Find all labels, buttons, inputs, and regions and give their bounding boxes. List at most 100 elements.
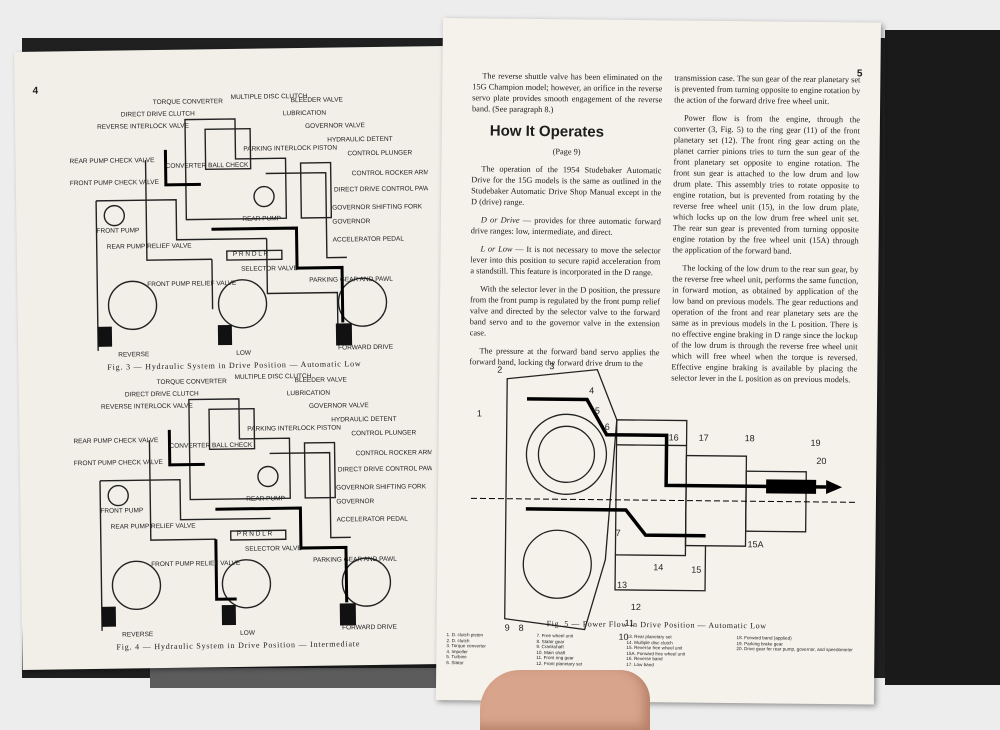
fig4-svg: TORQUE CONVERTER MULTIPLE DISC CLUTCH BL… xyxy=(73,373,436,639)
callout-8: 8 xyxy=(519,623,524,633)
fig3-svg: TORQUE CONVERTER MULTIPLE DISC CLUTCH BL… xyxy=(69,93,432,359)
callout-4: 4 xyxy=(589,386,594,396)
term-drive: D or Drive xyxy=(480,215,520,225)
fig4-label-governor: GOVERNOR xyxy=(336,498,374,506)
fig4-label-reverse: REVERSE xyxy=(122,631,154,638)
legend-item: 12. Front planetary set xyxy=(536,660,583,667)
fig3-label-prndl: P R N D L R xyxy=(233,250,269,257)
fig3-label-reverse: REVERSE xyxy=(118,351,150,358)
binder-spine xyxy=(885,30,1000,685)
fig4-label-torque-converter: TORQUE CONVERTER xyxy=(157,378,228,386)
holding-thumb xyxy=(480,670,650,730)
fig3-label-hydraulic-detent: HYDRAULIC DETENT xyxy=(327,136,392,144)
fig3-label-direct-drive-control-pawl: DIRECT DRIVE CONTROL PAWL xyxy=(334,185,430,193)
fig5-legend-col-a: 1. D. clutch piston 2. D. clutch 3. Torq… xyxy=(446,632,536,667)
fig3-label-control-rocker-arm: CONTROL ROCKER ARM xyxy=(352,169,429,177)
fig4-label-governor-valve: GOVERNOR VALVE xyxy=(309,402,369,410)
fig4-label-parking-interlock-piston: PARKING INTERLOCK PISTON xyxy=(247,424,341,432)
fig4-label-lubrication: LUBRICATION xyxy=(287,390,331,398)
fig4-label-front-pump-relief-valve: FRONT PUMP RELIEF VALVE xyxy=(151,560,241,568)
fig3-label-control-plunger: CONTROL PLUNGER xyxy=(347,149,412,157)
left-page: 4 xyxy=(14,45,453,670)
fig4-diagram: TORQUE CONVERTER MULTIPLE DISC CLUTCH BL… xyxy=(38,366,436,661)
callout-14: 14 xyxy=(653,562,663,572)
section-subheading: (Page 9) xyxy=(552,147,581,157)
col2-para-1: transmission case. The sun gear of the r… xyxy=(674,73,861,107)
fig3-label-rear-pump: REAR PUMP xyxy=(242,215,281,223)
fig4-label-front-pump-check-valve: FRONT PUMP CHECK VALVE xyxy=(74,459,164,467)
callout-16: 16 xyxy=(669,432,679,442)
fig4-label-control-plunger: CONTROL PLUNGER xyxy=(351,429,416,437)
fig4-label-parking-gear-and-pawl: PARKING GEAR AND PAWL xyxy=(313,556,397,564)
text-column-2: transmission case. The sun gear of the r… xyxy=(671,72,860,392)
callout-1: 1 xyxy=(477,408,482,418)
fig4-label-control-rocker-arm: CONTROL ROCKER ARM xyxy=(356,449,433,457)
fig4-label-forward-drive: FORWARD DRIVE xyxy=(342,624,398,632)
fig3-label-front-pump-check-valve: FRONT PUMP CHECK VALVE xyxy=(70,179,160,187)
fig4-label-hydraulic-detent: HYDRAULIC DETENT xyxy=(331,416,396,424)
fig3-label-reverse-interlock-valve: REVERSE INTERLOCK VALVE xyxy=(97,123,190,131)
fig3-label-direct-drive-clutch: DIRECT DRIVE CLUTCH xyxy=(121,110,195,118)
callout-15: 15 xyxy=(691,565,701,575)
term-low: L or Low xyxy=(480,244,513,254)
fig5-diagram: 1 2 3 4 5 6 7 8 9 10 11 12 13 14 15 15A … xyxy=(464,358,859,657)
fig3-label-parking-interlock-piston: PARKING INTERLOCK PISTON xyxy=(243,144,337,152)
fig3-label-bleeder-valve: BLEEDER VALVE xyxy=(291,96,344,104)
col1-para-4: L or Low — It is not necessary to move t… xyxy=(470,243,660,278)
fig4-label-rear-pump: REAR PUMP xyxy=(246,495,285,503)
fig4-label-direct-drive-control-pawl: DIRECT DRIVE CONTROL PAWL xyxy=(338,465,434,473)
callout-3: 3 xyxy=(549,361,554,371)
fig4-label-selector-valve: SELECTOR VALVE xyxy=(245,545,302,553)
fig3-label-selector-valve: SELECTOR VALVE xyxy=(241,265,298,273)
fig4-label-rear-pump-relief-valve: REAR PUMP RELIEF VALVE xyxy=(111,523,197,531)
fig3-label-rear-pump-relief-valve: REAR PUMP RELIEF VALVE xyxy=(107,243,193,251)
callout-15a: 15A xyxy=(747,539,763,549)
fig3-label-converter-ball-check: CONVERTER BALL CHECK xyxy=(166,162,249,170)
fig4-label-prndl: P R N D L R xyxy=(237,530,273,537)
fig4-label-low: LOW xyxy=(240,630,256,637)
fig3-label-governor-shifting-fork: GOVERNOR SHIFTING FORK xyxy=(332,203,423,211)
fig3-label-front-pump: FRONT PUMP xyxy=(96,227,139,235)
callout-12: 12 xyxy=(631,602,641,612)
fig3-label-front-pump-relief-valve: FRONT PUMP RELIEF VALVE xyxy=(147,280,237,288)
text-column-1: The reverse shuttle valve has been elimi… xyxy=(469,70,662,376)
callout-6: 6 xyxy=(605,422,610,432)
fig4-label-multiple-disc-clutch: MULTIPLE DISC CLUTCH xyxy=(235,373,312,381)
section-heading: How It Operates xyxy=(489,122,605,141)
col1-para-2: The operation of the 1954 Studebaker Aut… xyxy=(471,164,662,207)
fig4-label-governor-shifting-fork: GOVERNOR SHIFTING FORK xyxy=(336,483,427,491)
callout-5: 5 xyxy=(595,406,600,416)
callout-10: 10 xyxy=(618,632,628,642)
fig3-label-lubrication: LUBRICATION xyxy=(283,110,327,118)
fig4-label-rear-pump-check-valve: REAR PUMP CHECK VALVE xyxy=(73,437,159,445)
col2-para-2: Power flow is from the engine, through t… xyxy=(672,113,861,256)
fig5-legend-col-d: 18. Forward band (applied) 19. Parking b… xyxy=(736,635,856,653)
fig4-label-bleeder-valve: BLEEDER VALVE xyxy=(295,376,348,384)
fig3-diagram: TORQUE CONVERTER MULTIPLE DISC CLUTCH BL… xyxy=(35,86,432,381)
fig3-label-low: LOW xyxy=(236,350,252,357)
callout-9: 9 xyxy=(505,623,510,633)
fig3-label-accelerator-pedal: ACCELERATOR PEDAL xyxy=(333,236,405,244)
callout-19: 19 xyxy=(811,438,821,448)
callout-7: 7 xyxy=(616,528,621,538)
fig4-label-accelerator-pedal: ACCELERATOR PEDAL xyxy=(337,516,409,524)
legend-item: 6. Stator xyxy=(446,660,464,666)
fig4-label-direct-drive-clutch: DIRECT DRIVE CLUTCH xyxy=(125,390,199,398)
callout-18: 18 xyxy=(745,433,755,443)
col1-para-1: The reverse shuttle valve has been elimi… xyxy=(472,71,663,115)
fig3-label-governor: GOVERNOR xyxy=(332,218,370,226)
fig3-label-governor-valve: GOVERNOR VALVE xyxy=(305,122,365,130)
fig3-label-forward-drive: FORWARD DRIVE xyxy=(338,344,394,352)
right-page: 5 The reverse shuttle valve has been eli… xyxy=(435,18,881,705)
fig5-legend-col-b: 7. Free wheel unit 8. Stator gear 9. Cra… xyxy=(536,633,626,668)
fig3-label-multiple-disc-clutch: MULTIPLE DISC CLUTCH xyxy=(231,93,308,101)
fig4-label-reverse-interlock-valve: REVERSE INTERLOCK VALVE xyxy=(101,403,194,411)
fig5-legend-col-c: 13. Rear planetary set 14. Multiple disc… xyxy=(626,634,726,669)
callout-2: 2 xyxy=(497,365,502,375)
fig3-label-parking-gear-and-pawl: PARKING GEAR AND PAWL xyxy=(309,276,393,284)
fig5-svg: 1 2 3 4 5 6 7 8 9 10 11 12 13 14 15 15A … xyxy=(470,361,856,642)
fig3-label-torque-converter: TORQUE CONVERTER xyxy=(153,98,224,106)
fig4-label-front-pump: FRONT PUMP xyxy=(100,507,143,515)
fig4-label-converter-ball-check: CONVERTER BALL CHECK xyxy=(169,442,252,450)
legend-item: 17. Low band xyxy=(626,661,654,668)
